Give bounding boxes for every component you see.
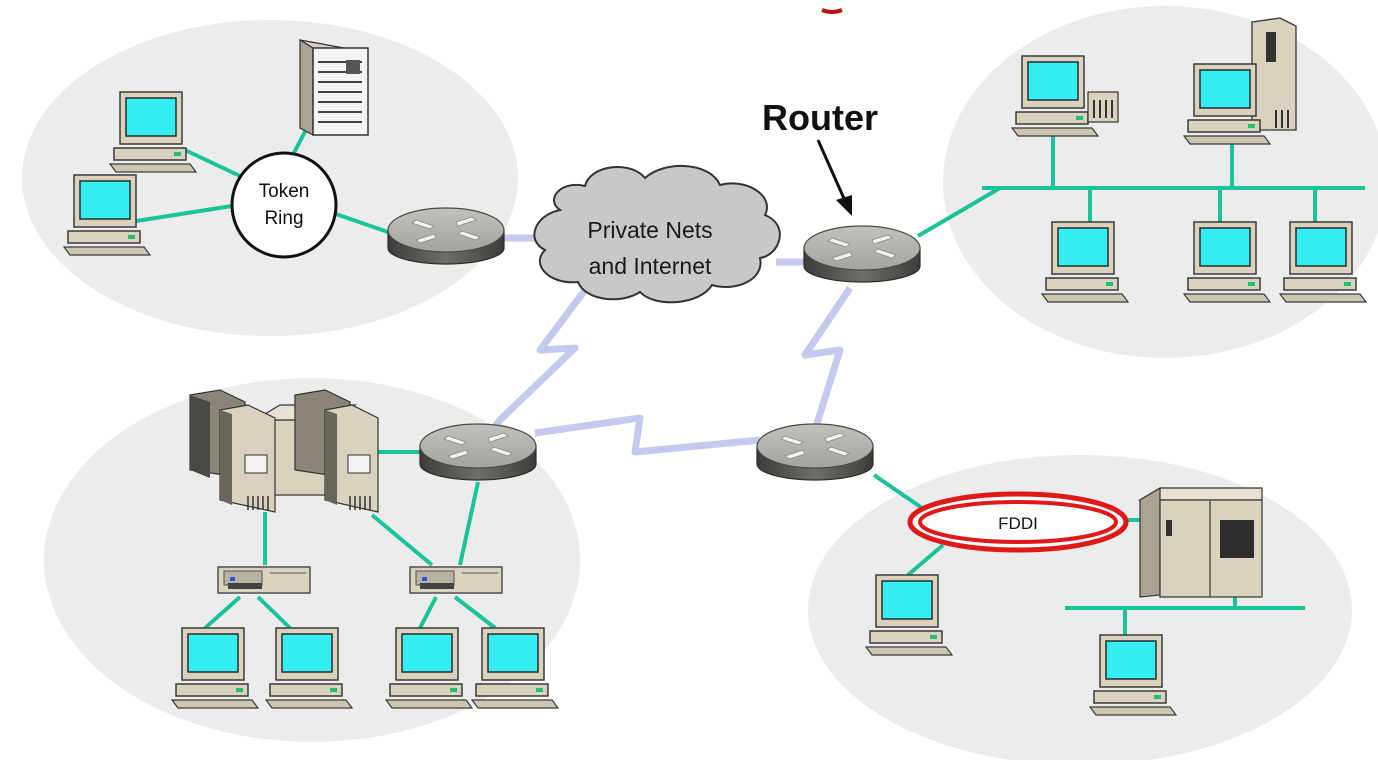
router-icon	[387, 207, 505, 265]
cloud-label-line2: and Internet	[589, 253, 712, 279]
controller-icon	[217, 566, 311, 594]
router-icon	[803, 225, 921, 283]
fddi-ring-icon: FDDI	[907, 491, 1129, 553]
wan-link-bottom-routers	[534, 414, 761, 456]
workstation-icon	[1183, 17, 1297, 145]
token-ring-label-line2: Ring	[264, 208, 303, 229]
router-icon	[419, 423, 537, 481]
cloud-icon: Private Nets and Internet	[533, 165, 781, 304]
router-icon	[756, 423, 874, 481]
controller-icon	[409, 566, 503, 594]
router-callout-label: Router	[762, 97, 878, 138]
lan-bubble-top-right	[943, 6, 1378, 358]
server-icon	[299, 38, 369, 137]
router-callout: Router	[762, 97, 878, 216]
wan-link-cloud-bottom-left-router	[477, 287, 588, 448]
cloud-label-line1: Private Nets	[587, 217, 712, 243]
lan-links	[129, 125, 1365, 635]
token-ring-label-line1: Token	[259, 181, 310, 202]
top-edge-mark	[821, 8, 843, 14]
server-icon	[1137, 486, 1263, 598]
mainframe-icon	[189, 389, 379, 513]
token-ring-icon: Token Ring	[230, 151, 338, 259]
wan-link-right-router-bottom-right-router	[801, 286, 853, 432]
fddi-label: FDDI	[998, 514, 1038, 533]
workstation-icon	[1011, 55, 1119, 137]
